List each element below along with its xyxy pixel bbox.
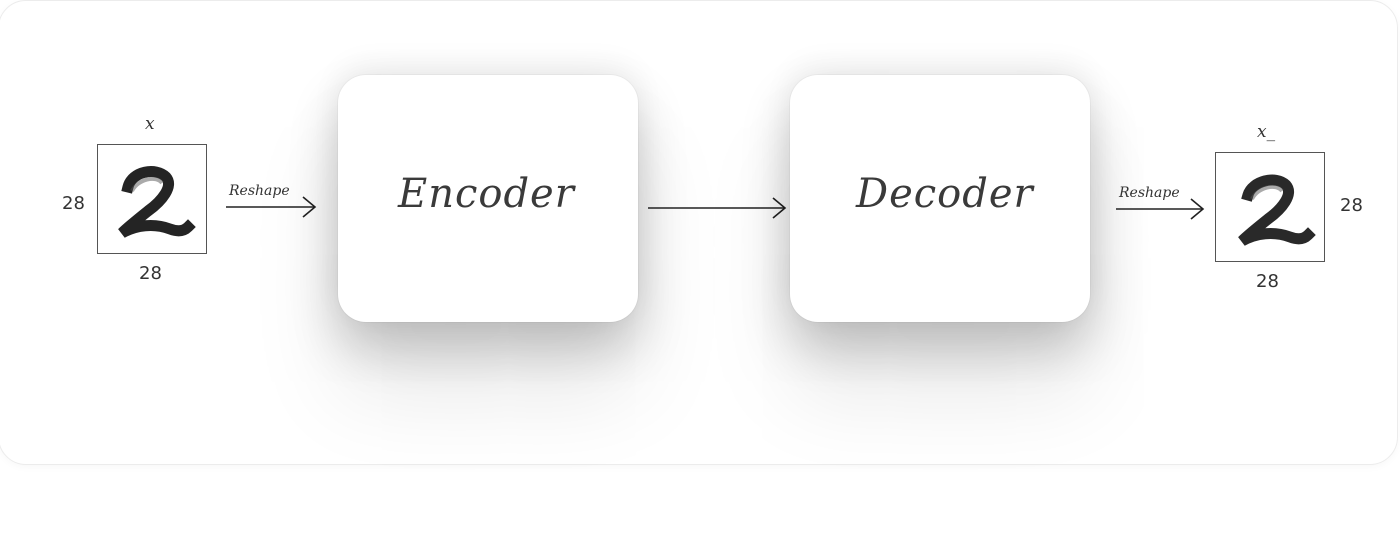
output-var-label: x_ xyxy=(1257,122,1276,142)
output-height-label: 28 xyxy=(1340,195,1363,216)
output-digit-image xyxy=(1215,152,1325,262)
diagram-frame xyxy=(0,0,1398,465)
reshape-in-label: Reshape xyxy=(229,183,290,199)
reshape-out-label: Reshape xyxy=(1119,185,1180,201)
decoder-title: Decoder xyxy=(856,171,1034,217)
encoder-title: Encoder xyxy=(398,171,575,217)
decoder-block: Decoder xyxy=(790,75,1090,322)
digit-two-glyph xyxy=(118,166,196,238)
encoder-block: Encoder xyxy=(338,75,638,322)
reshape-in-arrow xyxy=(226,196,317,218)
reconstructed-digit-two-glyph xyxy=(1238,174,1316,246)
input-var-label: x xyxy=(145,114,155,134)
encoder-to-decoder-arrow xyxy=(648,197,787,219)
input-height-label: 28 xyxy=(62,193,85,214)
reshape-out-arrow xyxy=(1116,198,1205,220)
input-width-label: 28 xyxy=(139,263,162,284)
input-digit-image xyxy=(97,144,207,254)
output-width-label: 28 xyxy=(1256,271,1279,292)
